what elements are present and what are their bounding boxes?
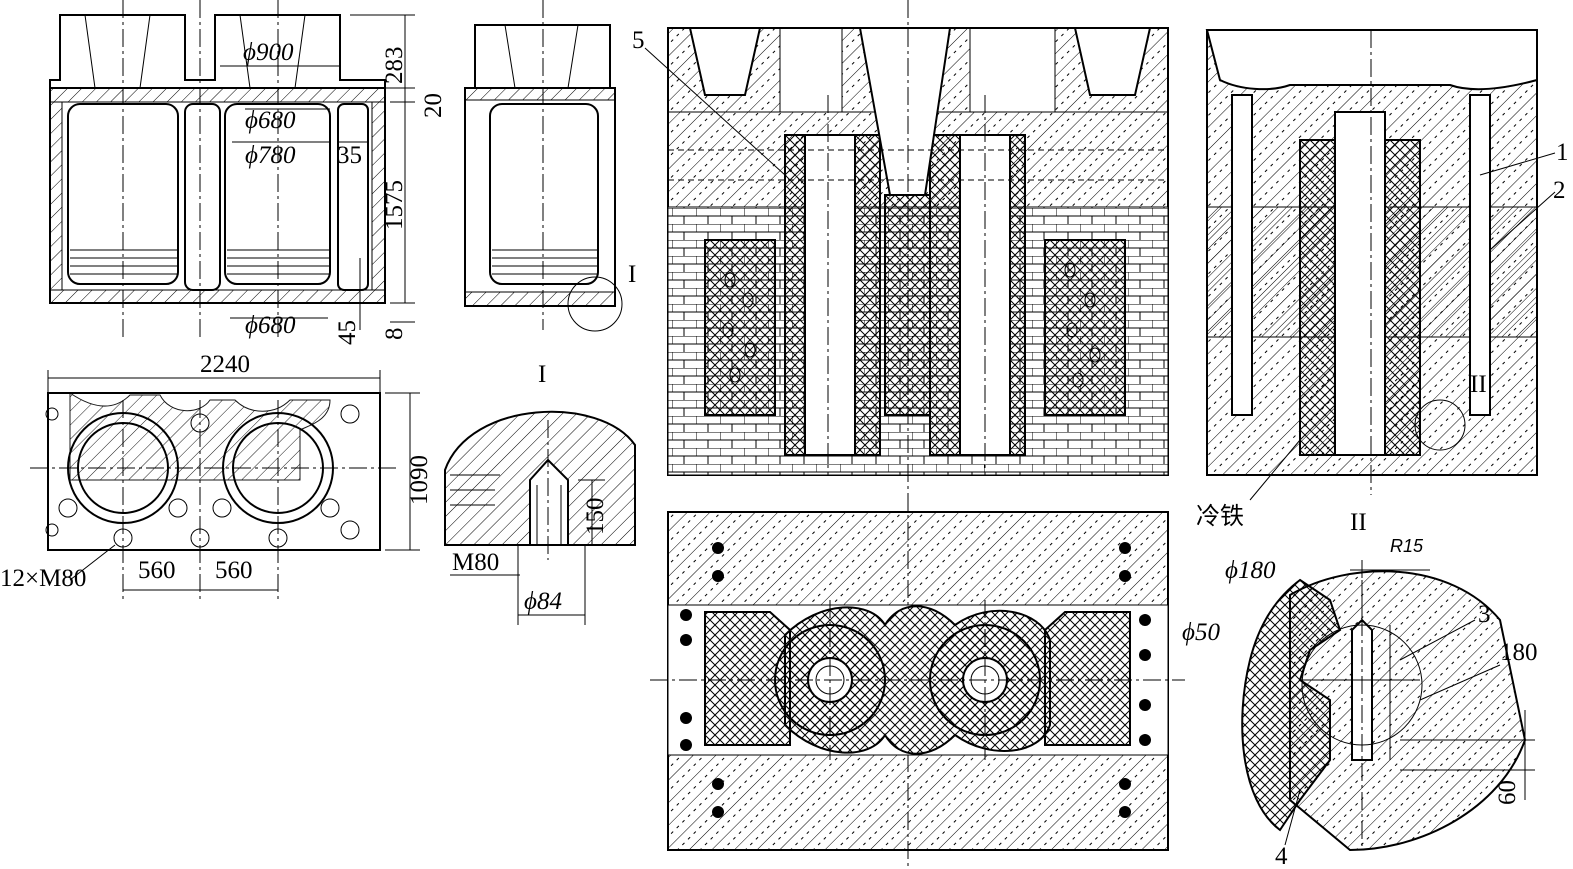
detail-II-view [1241,560,1535,852]
dim-r15: R15 [1390,536,1424,556]
callout-3: 3 [1478,601,1491,628]
dim-m80: M80 [452,549,499,576]
casting-side-section [464,0,623,332]
dim-d84: ϕ84 [524,588,562,615]
detail-I-view [444,410,636,625]
dim-20: 20 [420,93,447,118]
callout-4: 4 [1275,843,1288,869]
callout-2: 2 [1553,177,1566,204]
dim-150: 150 [582,498,609,536]
detail-II-title: II [1350,509,1367,536]
casting-plan-view [30,370,420,600]
dim-d50: ϕ50 [1182,619,1220,646]
mold-right-section [1205,29,1556,501]
dim-d680-lower: ϕ680 [245,312,296,339]
dim-560-a: 560 [138,557,176,584]
dim-35: 35 [337,142,362,169]
dim-d180: ϕ180 [1225,557,1276,584]
dim-bolts: 12×M80 [0,565,86,592]
detail-II-marker: II [1470,371,1487,398]
dim-8: 8 [381,328,408,341]
dim-180: 180 [1500,639,1538,666]
dim-45: 45 [334,320,361,345]
mold-plan [650,511,1185,851]
casting-front-section [49,0,415,340]
dim-d780: ϕ780 [245,142,296,169]
dim-60: 60 [1494,780,1521,805]
dim-1090: 1090 [406,455,433,505]
detail-I-title: I [538,361,546,388]
callout-5: 5 [632,27,645,54]
dim-560-b: 560 [215,557,253,584]
dim-2240: 2240 [200,351,250,378]
dim-d900: ϕ900 [243,39,294,66]
detail-I-marker: I [628,261,636,288]
dim-d680-upper: ϕ680 [245,107,296,134]
dim-1575: 1575 [381,180,408,230]
mold-section [644,0,1169,869]
dim-283: 283 [381,47,408,85]
callout-1: 1 [1556,139,1569,166]
chill-label: 冷铁 [1196,502,1244,530]
